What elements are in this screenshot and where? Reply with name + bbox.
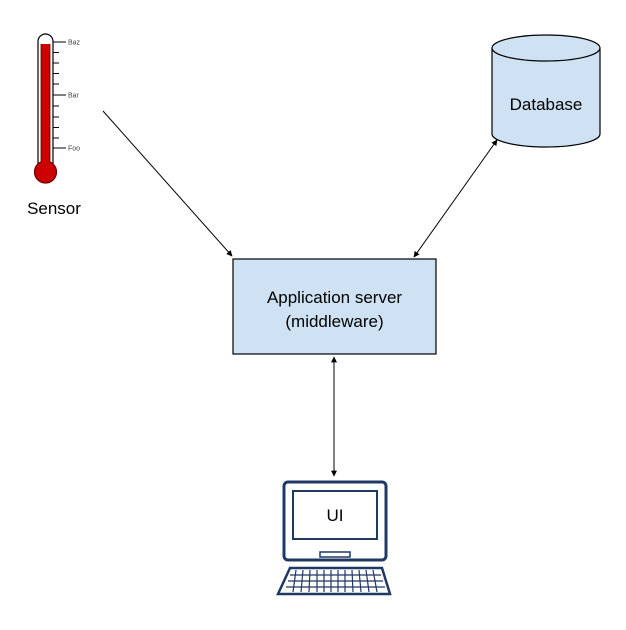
server-database-arrow	[413, 139, 498, 258]
scale-label-bar: Bar	[68, 93, 80, 100]
sensor-node: Baz Bar Foo Sensor	[27, 33, 81, 218]
thermometer-ticks	[53, 41, 66, 149]
thermometer-icon: Baz Bar Foo	[33, 33, 81, 184]
scale-label-foo: Foo	[68, 146, 80, 153]
scale-label-baz: Baz	[68, 40, 81, 47]
ui-label: UI	[327, 506, 344, 525]
application-server-node: Application server (middleware)	[232, 258, 437, 355]
server-label-line2: (middleware)	[285, 312, 383, 331]
server-label-line1: Application server	[267, 288, 402, 307]
sensor-label: Sensor	[27, 199, 81, 218]
database-node: Database	[491, 34, 601, 148]
ui-computer-node: UI	[276, 480, 392, 596]
computer-icon	[276, 480, 392, 596]
sensor-to-server-arrow	[102, 110, 233, 257]
database-label: Database	[510, 95, 583, 114]
